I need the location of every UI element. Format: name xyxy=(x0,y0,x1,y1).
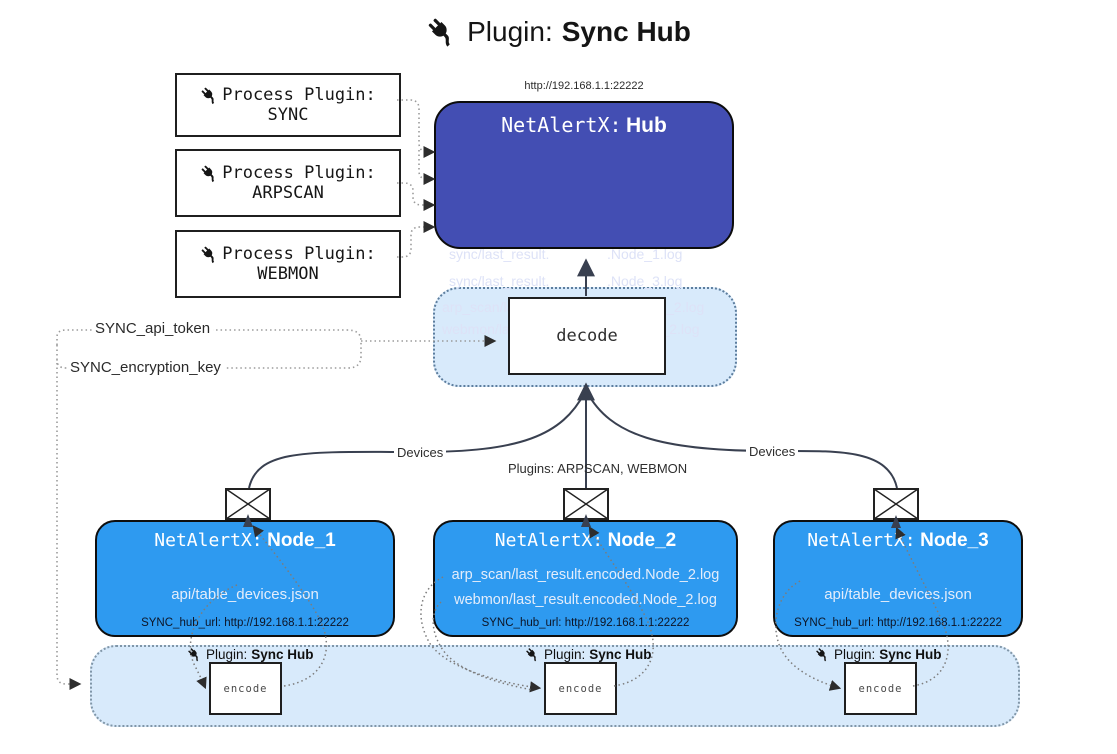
process-plugin-label: Process Plugin: xyxy=(222,163,376,183)
encode-box: encode xyxy=(844,662,917,715)
envelope-icon xyxy=(873,488,919,520)
node-file-label: arp_scan/last_result.encoded.Node_2.log xyxy=(451,567,720,583)
process-plugin-label: Process Plugin: xyxy=(222,244,376,264)
process-plugin-label: Process Plugin: xyxy=(222,85,376,105)
process-plugin-name: ARPSCAN xyxy=(252,183,324,203)
process-plugin-box-webmon: Process Plugin: WEBMON xyxy=(175,230,401,298)
edge-sync-to-hub-1 xyxy=(397,99,436,158)
plugins-label-center: Plugins: ARPSCAN, WEBMON xyxy=(508,461,688,476)
plug-icon xyxy=(525,647,540,662)
process-plugin-box-arpscan: Process Plugin: ARPSCAN xyxy=(175,149,401,217)
process-plugin-box-sync: Process Plugin: SYNC xyxy=(175,73,401,137)
hub-log-line: sync/last_result.decoded.Node_3.log xyxy=(449,273,683,289)
sync-encryption-key-label: SYNC_encryption_key xyxy=(67,359,224,376)
page-title-name: Sync Hub xyxy=(561,16,691,47)
encode-box: encode xyxy=(544,662,617,715)
plug-icon xyxy=(187,647,202,662)
node-title: NetAlertX: Node_3 xyxy=(807,530,989,551)
node-file-label: webmon/last_result.encoded.Node_2.log xyxy=(454,592,717,608)
hub-title: NetAlertX: Hub xyxy=(436,113,732,138)
node-hub-url: SYNC_hub_url: http://192.168.1.1:22222 xyxy=(481,617,690,629)
node-title: NetAlertX: Node_2 xyxy=(494,530,677,551)
decode-box: decode xyxy=(508,297,666,375)
node-hub-url: SYNC_hub_url: http://192.168.1.1:22222 xyxy=(141,617,349,629)
page-title-prefix: Plugin: xyxy=(467,16,553,47)
node-box-node-1: NetAlertX: Node_1 api/table_devices.json… xyxy=(95,520,395,637)
envelope-icon xyxy=(563,488,609,520)
hub-title-name: Hub xyxy=(626,114,667,137)
sync-api-token-label: SYNC_api_token xyxy=(92,320,214,337)
node-hub-url: SYNC_hub_url: http://192.168.1.1:22222 xyxy=(794,617,1002,629)
hub-box: NetAlertX: Hub sync/last_result.decoded.… xyxy=(434,101,734,337)
sync-hub-plugin-label: Plugin:Sync Hub xyxy=(525,647,652,662)
devices-label-left: Devices xyxy=(394,445,447,460)
process-plugin-name: SYNC xyxy=(267,105,309,125)
edge-settings-to-encode-panel xyxy=(56,345,82,690)
devices-label-right: Devices xyxy=(746,444,799,459)
encode-box: encode xyxy=(209,662,282,715)
plug-icon xyxy=(200,164,219,183)
plug-icon xyxy=(200,245,219,264)
edge-arpscan-to-hub xyxy=(397,182,436,211)
plug-icon xyxy=(815,647,830,662)
node-file-label: api/table_devices.json xyxy=(171,586,319,603)
page-title: Plugin: Sync Hub xyxy=(0,16,1117,48)
process-plugin-name: WEBMON xyxy=(257,264,319,284)
sync-hub-plugin-label: Plugin:Sync Hub xyxy=(187,647,314,662)
sync-hub-plugin-label: Plugin:Sync Hub xyxy=(815,647,942,662)
node-title: NetAlertX: Node_1 xyxy=(154,530,336,551)
node-file-label: api/table_devices.json xyxy=(824,586,972,603)
hub-title-prefix: NetAlertX: xyxy=(501,113,622,137)
plug-icon xyxy=(200,86,219,105)
plug-icon xyxy=(426,16,458,48)
edge-sync-to-hub-2 xyxy=(418,150,436,185)
envelope-icon xyxy=(225,488,271,520)
edge-webmon-to-hub xyxy=(397,221,436,258)
hub-log-line: sync/last_result.decoded.Node_1.log xyxy=(449,246,683,262)
node-box-node-2: NetAlertX: Node_2 arp_scan/last_result.e… xyxy=(433,520,738,637)
hub-url-label: http://192.168.1.1:22222 xyxy=(524,80,644,92)
node-box-node-3: NetAlertX: Node_3 api/table_devices.json… xyxy=(773,520,1023,637)
